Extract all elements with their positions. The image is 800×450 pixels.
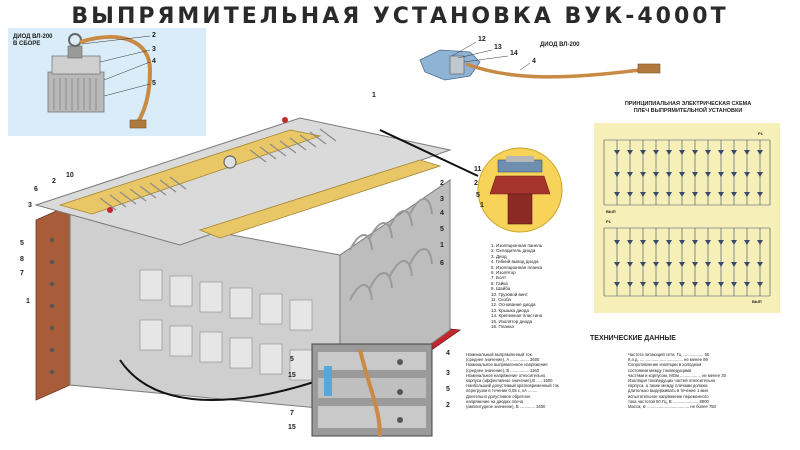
tech-line: перегрузки в течение 0,05 с, кА ........ bbox=[466, 388, 538, 394]
legend-item: 3. Диод bbox=[491, 253, 507, 259]
callout-circle-1: 1 bbox=[480, 202, 484, 209]
diode-detail-label: ДИОД ВЛ-200 bbox=[540, 42, 580, 48]
schema-terminal-4: ВЫП bbox=[752, 299, 762, 304]
inset-label: ДИОД ВЛ-200 В СБОРЕ bbox=[13, 34, 53, 47]
callout-main-3: 3 bbox=[28, 202, 32, 209]
callout-main-7: 7 bbox=[20, 270, 24, 277]
tech-line: корпуса (эффективное значение),В ..... 1… bbox=[466, 378, 553, 384]
callout-main-1: 1 bbox=[26, 298, 30, 305]
callout-main-10: 10 bbox=[66, 172, 74, 179]
clamp-detail-circle bbox=[477, 147, 563, 233]
callout-diode-4: 4 bbox=[532, 58, 536, 65]
legend-item: 13. Крышка диода bbox=[491, 307, 529, 313]
callout-bottom-7: 7 bbox=[290, 410, 294, 417]
bottom-detail-box bbox=[311, 343, 433, 437]
tech-line: Изоляция токоведущих частей относительно bbox=[628, 378, 716, 384]
page-title: ВЫПРЯМИТЕЛЬНАЯ УСТАНОВКА ВУК-4000Т bbox=[71, 4, 729, 29]
tech-line: частями и корпусом, МОм ................… bbox=[628, 372, 726, 378]
callout-bottom-3: 3 bbox=[446, 370, 450, 377]
parts-legend: 1. Изоляционная панель 2. Охладитель дио… bbox=[491, 243, 591, 330]
schema-terminal-2: ВЫП bbox=[606, 209, 616, 214]
tech-line: Частота питающей сети, Гц ..............… bbox=[628, 352, 710, 357]
legend-item: 10. Грузовой винт bbox=[491, 291, 528, 297]
legend-item: 2. Охладитель диода bbox=[491, 248, 536, 254]
callout-inset-4: 5 bbox=[152, 80, 156, 87]
tech-line: длительно выдерживать в течение 1 мин bbox=[628, 388, 708, 394]
callout-main-r6: 6 bbox=[440, 260, 444, 267]
schema-diagram bbox=[594, 123, 780, 313]
legend-item: 14. Крепежная пластина bbox=[491, 313, 543, 319]
heatsink-drawing bbox=[47, 33, 153, 129]
callout-diode-13: 13 bbox=[494, 44, 502, 51]
tech-line: тока частотой 50 Гц, В .................… bbox=[628, 398, 709, 404]
tech-line: испытательное напряжение переменного bbox=[628, 393, 709, 399]
callout-main-r5: 5 bbox=[440, 226, 444, 233]
callout-bottom-15: 15 bbox=[288, 372, 296, 379]
callout-inset-3: 4 bbox=[152, 58, 156, 65]
tech-line: корпуса, а также между плечами должна bbox=[628, 383, 708, 389]
callout-bottom-5b: 5 bbox=[446, 386, 450, 393]
callout-inset-2: 3 bbox=[152, 46, 156, 53]
tech-data-left: Номинальный выпрямленный ток (среднее зн… bbox=[466, 352, 559, 409]
tech-line: Сопротивление изоляции в холодном bbox=[628, 362, 702, 368]
schema-title: ПРИНЦИПИАЛЬНАЯ ЭЛЕКТРИЧЕСКАЯ СХЕМА ПЛЕЧ … bbox=[624, 101, 752, 114]
callout-circle-5: 5 bbox=[476, 192, 480, 199]
tech-line: Номинальное напряжение относительно bbox=[466, 372, 546, 378]
tech-line: (амплитудное значение), В ............. … bbox=[466, 404, 546, 410]
legend-item: 11. Скоба bbox=[491, 297, 511, 303]
tech-line: состоянии между токоведущими bbox=[628, 367, 692, 373]
callout-main-2: 2 bbox=[52, 178, 56, 185]
tech-line: напряжение на диодах плеча bbox=[466, 398, 523, 404]
tech-data-right: Частота питающей сети, Гц ..............… bbox=[628, 352, 726, 409]
schema-terminal-1: Р1 bbox=[758, 131, 763, 136]
legend-item: 1. Изоляционная панель bbox=[491, 243, 543, 248]
legend-item: 8. Гайка bbox=[491, 280, 508, 286]
callout-diode-14: 14 bbox=[510, 50, 518, 57]
callout-main-r2: 2 bbox=[440, 180, 444, 187]
tech-line: Наибольший допустимый кратковременный то… bbox=[466, 383, 559, 389]
tech-line: (среднее значение), В ................ 1… bbox=[466, 367, 540, 373]
callout-bottom-15b: 15 bbox=[288, 424, 296, 431]
tech-line: Длительно допустимое обратное bbox=[466, 393, 531, 399]
tech-data-title: ТЕХНИЧЕСКИЕ ДАННЫЕ bbox=[590, 335, 676, 342]
callout-main-r3: 3 bbox=[440, 196, 444, 203]
diode-assembly-inset: ДИОД ВЛ-200 В СБОРЕ bbox=[8, 28, 206, 136]
legend-item: 9. Шайба bbox=[491, 286, 511, 292]
legend-item: 5. Изоляционная планка bbox=[491, 264, 543, 270]
callout-inset-1: 2 bbox=[152, 32, 156, 39]
callout-main-r1: 1 bbox=[372, 92, 376, 99]
legend-item: 16. Планка bbox=[491, 324, 514, 330]
callout-main-5: 5 bbox=[20, 240, 24, 247]
schema-terminal-3: Р1 bbox=[606, 219, 611, 224]
callout-main-r4: 4 bbox=[440, 210, 444, 217]
tech-line: Номинальный выпрямленный ток bbox=[466, 352, 532, 357]
callout-main-8: 8 bbox=[20, 256, 24, 263]
callout-diode-12: 12 bbox=[478, 36, 486, 43]
legend-item: 4. Гибкий вывод диода bbox=[491, 259, 539, 265]
callout-circle-11: 11 bbox=[474, 166, 482, 173]
legend-item: 7. Болт bbox=[491, 275, 507, 281]
tech-line: Масса, кг ..............................… bbox=[628, 404, 716, 410]
callout-circle-2: 2 bbox=[474, 180, 478, 187]
tech-line: (среднее значение), А ................ 3… bbox=[466, 357, 540, 363]
callout-main-r1b: 1 bbox=[440, 242, 444, 249]
legend-item: 6. Изолятор bbox=[491, 270, 516, 276]
diode-detail-drawing bbox=[419, 41, 661, 81]
callout-bottom-2: 2 bbox=[446, 402, 450, 409]
legend-item: 15. Изолятор диода bbox=[491, 318, 533, 324]
callout-bottom-5: 5 bbox=[290, 356, 294, 363]
callout-main-6: 6 bbox=[34, 186, 38, 193]
callout-bottom-4: 4 bbox=[446, 350, 450, 357]
legend-item: 12. Основание диода bbox=[491, 302, 536, 308]
tech-line: Номинальное выпрямленное напряжение bbox=[466, 362, 548, 368]
tech-line: К.п.д. .................................… bbox=[628, 357, 708, 363]
